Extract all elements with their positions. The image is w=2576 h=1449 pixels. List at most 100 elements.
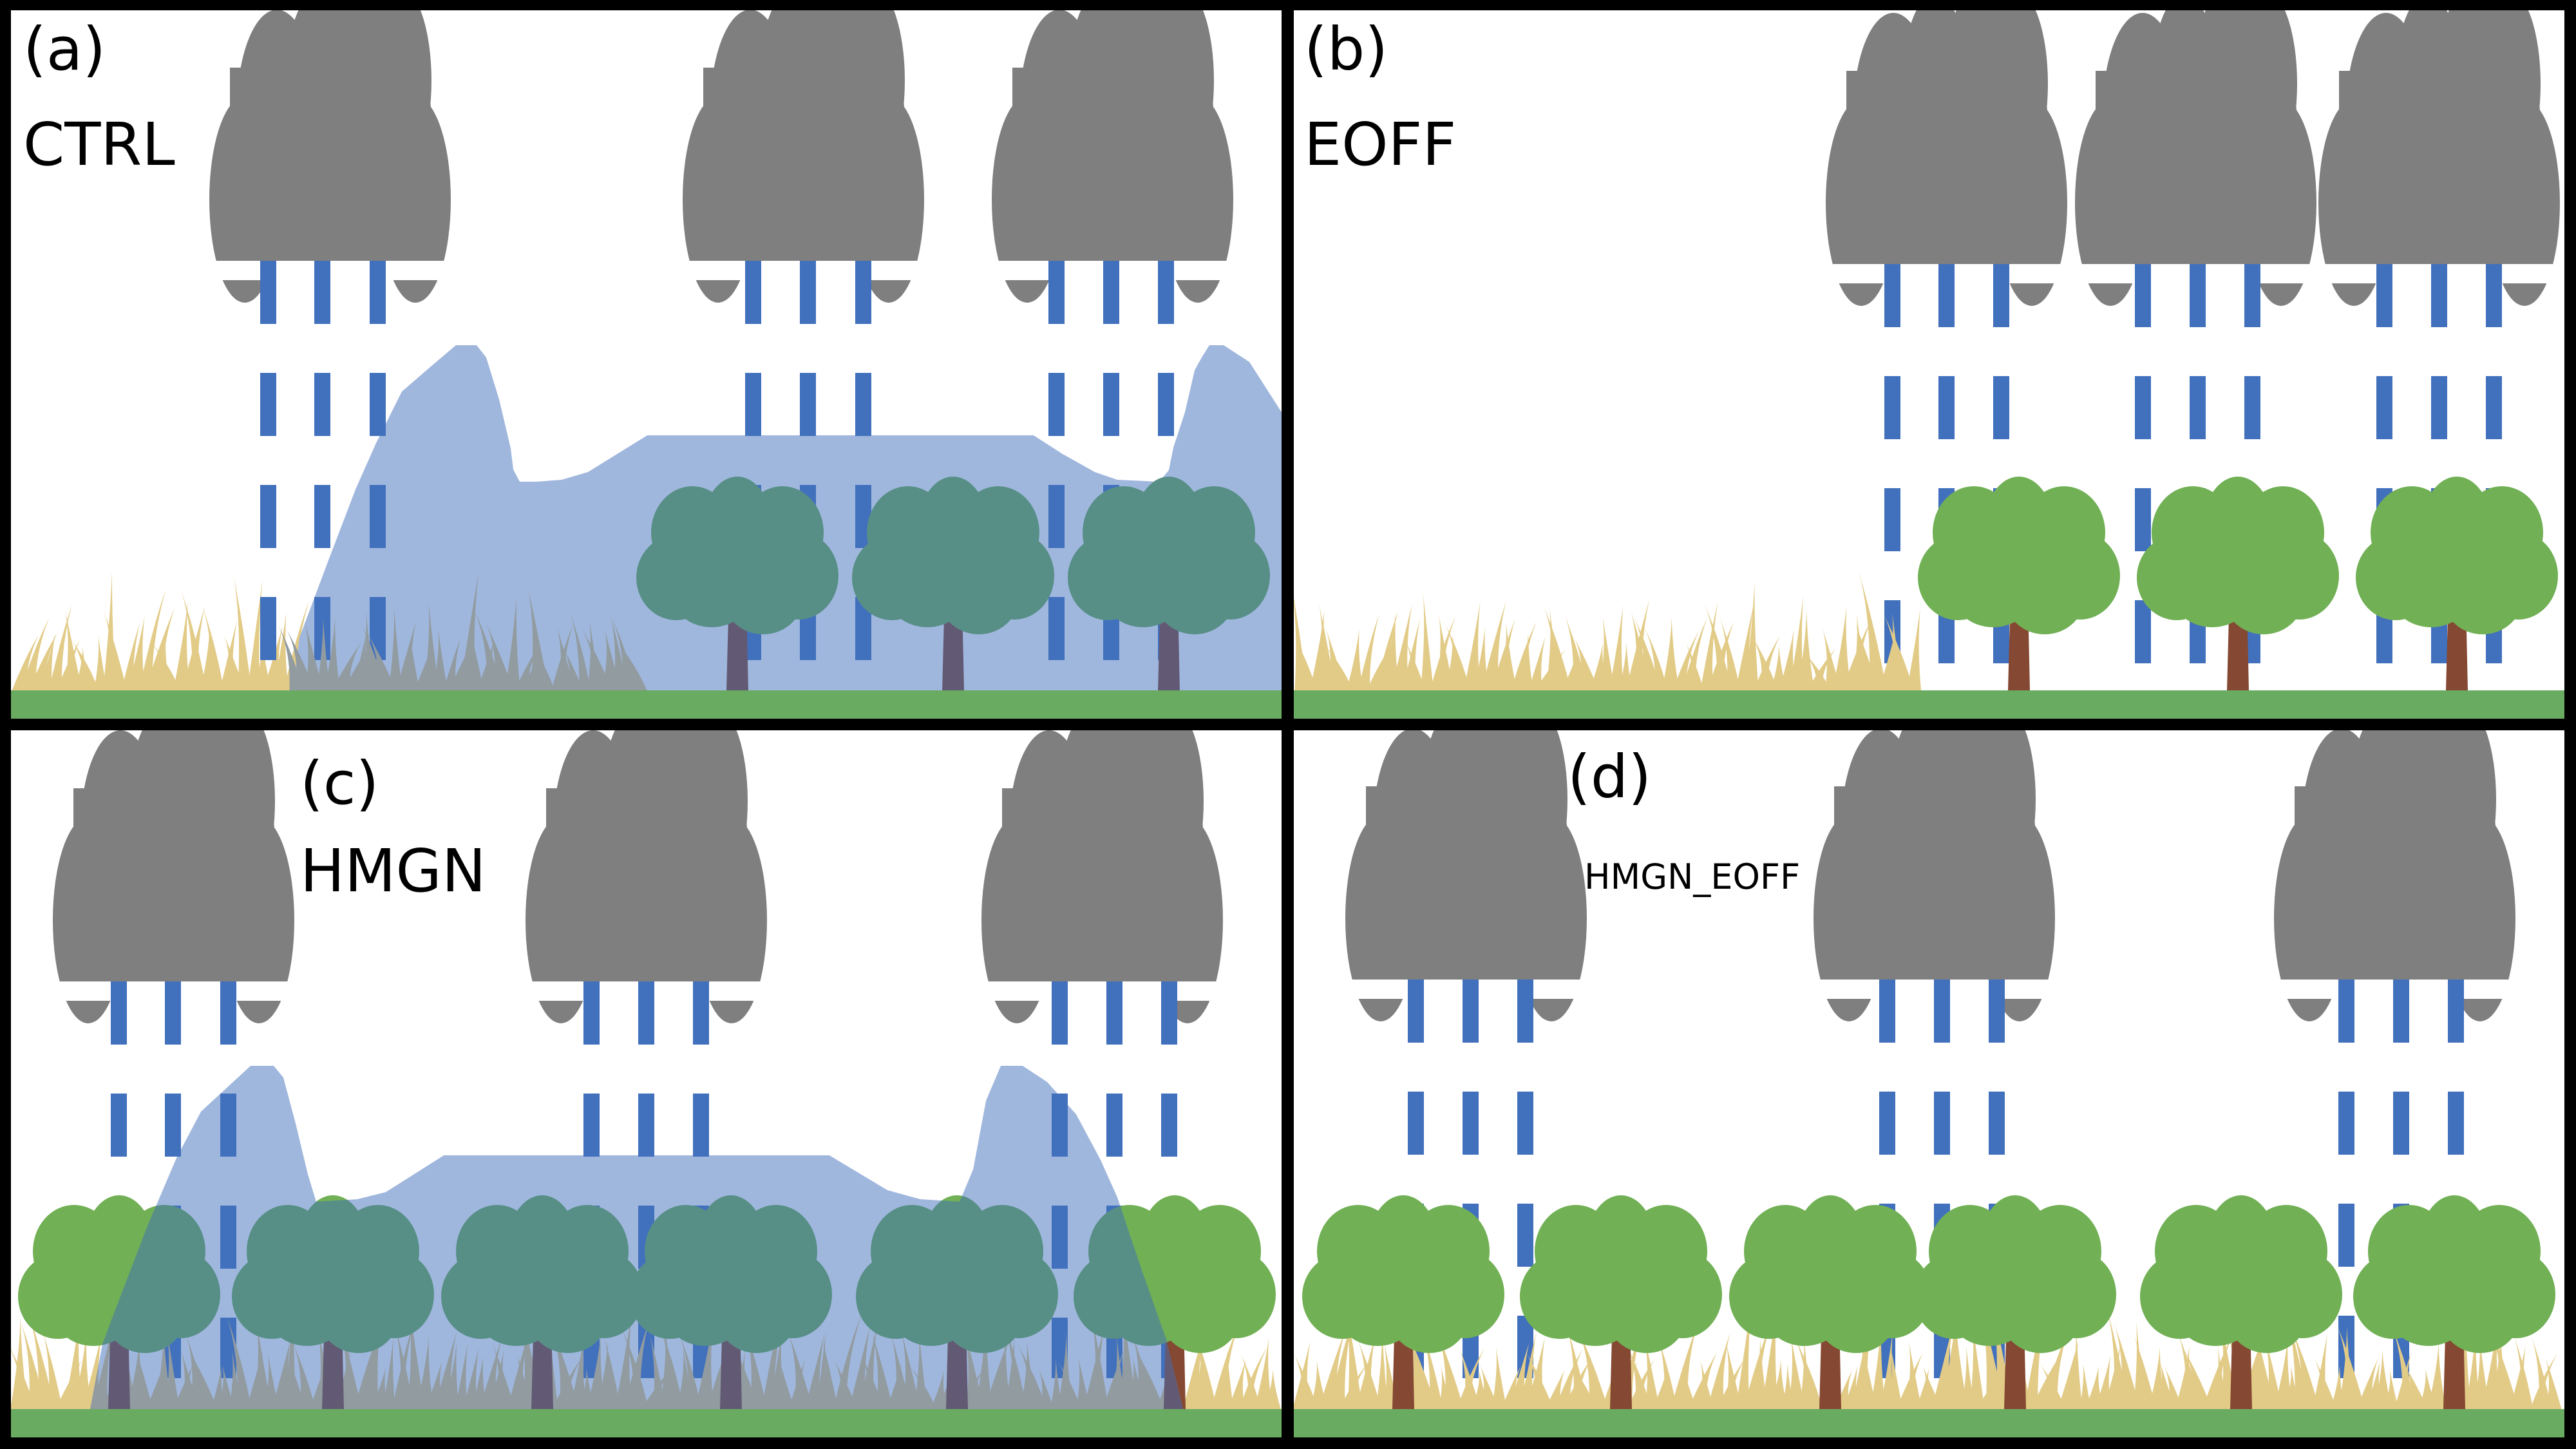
raindrop-dash — [1158, 261, 1174, 324]
grass-blade — [1016, 1341, 1047, 1409]
panel-c-hmgn: (c) HMGN — [11, 730, 1282, 1437]
raindrop-dash — [111, 981, 127, 1045]
grass-blade — [2531, 1336, 2552, 1409]
grass-blade — [1643, 627, 1668, 690]
grass-blade — [492, 1343, 515, 1409]
raindrop-dash — [1052, 1206, 1068, 1269]
grass-blade — [1745, 582, 1759, 690]
grass-blade — [768, 1329, 785, 1409]
grass-blade — [618, 642, 647, 690]
raindrop-dash — [2376, 264, 2392, 327]
cloud-lobe — [1971, 730, 2036, 893]
grass-blade — [416, 1335, 434, 1409]
grass-blade — [1906, 608, 1922, 690]
raindrop-dash — [2135, 600, 2151, 663]
raindrop-dash — [1934, 980, 1950, 1043]
grass — [1294, 568, 1922, 690]
grass-blade — [604, 1336, 621, 1409]
tree-icon — [1068, 477, 1270, 690]
grass-blade — [1699, 1359, 1714, 1409]
grass-blade — [1752, 635, 1778, 690]
grass-blade — [1264, 1369, 1281, 1409]
grass-blade — [580, 627, 612, 690]
grass-blade — [462, 1348, 479, 1409]
trees — [1302, 1195, 2555, 1409]
raindrop-dash — [1103, 373, 1119, 436]
tree-canopy-lobe — [1957, 1232, 2073, 1335]
grass-blade — [1491, 619, 1515, 690]
grass-blade — [1754, 635, 1781, 690]
grass-blade — [254, 637, 272, 690]
tree-icon — [856, 1195, 1058, 1409]
ground-strip — [1294, 690, 2564, 719]
raindrop-dash — [800, 373, 816, 436]
raindrop-dash — [370, 261, 386, 324]
grass-blade — [304, 621, 323, 690]
grass-blade — [1542, 603, 1571, 690]
grass-blade — [1618, 643, 1633, 690]
grass-blade — [2314, 1358, 2337, 1409]
grass-blade — [1707, 1332, 1730, 1409]
grass-blade — [28, 632, 58, 690]
tree-icon — [2137, 477, 2339, 690]
grass-blade — [529, 643, 555, 690]
raindrop-dash — [1879, 1092, 1895, 1155]
trees — [1918, 477, 2558, 690]
grass-blade — [485, 621, 513, 690]
grass-blade — [1719, 616, 1741, 690]
raindrop-dash — [855, 261, 871, 324]
grass-blade — [433, 1331, 457, 1409]
grass-blade — [1906, 1341, 1922, 1409]
raindrop-dash — [2135, 488, 2151, 551]
tree-canopy-lobe — [1772, 1232, 1888, 1335]
grass-blade — [570, 1332, 587, 1409]
raindrop-dash — [745, 261, 761, 324]
grass-blade — [1949, 1329, 1969, 1409]
grass-blade — [1725, 1341, 1742, 1409]
cloud-icon — [1810, 730, 2058, 1021]
grass-blade — [2164, 1365, 2183, 1409]
grass-blade — [1658, 1336, 1678, 1409]
grass-blade — [1576, 1324, 1608, 1409]
raindrop-dash — [2431, 376, 2447, 439]
grass-blade — [2079, 1364, 2092, 1409]
grass-blade — [1325, 645, 1353, 690]
grass-blade — [11, 1349, 35, 1409]
grass-blade — [151, 642, 180, 690]
raindrop-dash — [260, 485, 276, 548]
raindrop-dash — [314, 261, 330, 324]
raindrop-dash — [1517, 980, 1533, 1043]
ground-strip — [11, 1409, 1282, 1437]
grass-blade — [2545, 1358, 2562, 1409]
grass-blade — [1769, 1359, 1788, 1409]
tree-canopy-lobe — [1961, 513, 2077, 616]
grass-blade — [292, 1342, 316, 1409]
rain-icon — [2338, 980, 2464, 1378]
grass-blade — [433, 629, 448, 690]
raindrop-dash — [2190, 376, 2206, 439]
grass-blade — [2264, 1334, 2282, 1409]
grass-blade — [325, 617, 340, 690]
grass-blade — [93, 635, 108, 690]
raindrop-dash — [1048, 597, 1065, 660]
raindrop-dash — [370, 597, 386, 660]
tree-icon — [852, 477, 1054, 690]
raindrop-dash — [2338, 1204, 2354, 1267]
experiment-label: HMGN — [300, 837, 486, 905]
grass-blade — [70, 637, 99, 690]
grass-blade — [1420, 593, 1434, 690]
raindrop-dash — [1408, 1092, 1424, 1155]
grass-blade — [1473, 627, 1489, 690]
raindrop-dash — [1989, 980, 2005, 1043]
tree-icon — [1520, 1195, 1722, 1409]
raindrop-dash — [1993, 376, 2009, 439]
grass-blade — [1643, 1334, 1660, 1409]
grass-blade — [649, 1332, 666, 1409]
grass-blade — [1880, 1333, 1894, 1409]
grass-blade — [1091, 1313, 1109, 1409]
grass-blade — [992, 1336, 1012, 1409]
grass-blade — [1857, 568, 1887, 690]
raindrop-dash — [1989, 1092, 2005, 1155]
raindrop-dash — [1517, 1092, 1533, 1155]
